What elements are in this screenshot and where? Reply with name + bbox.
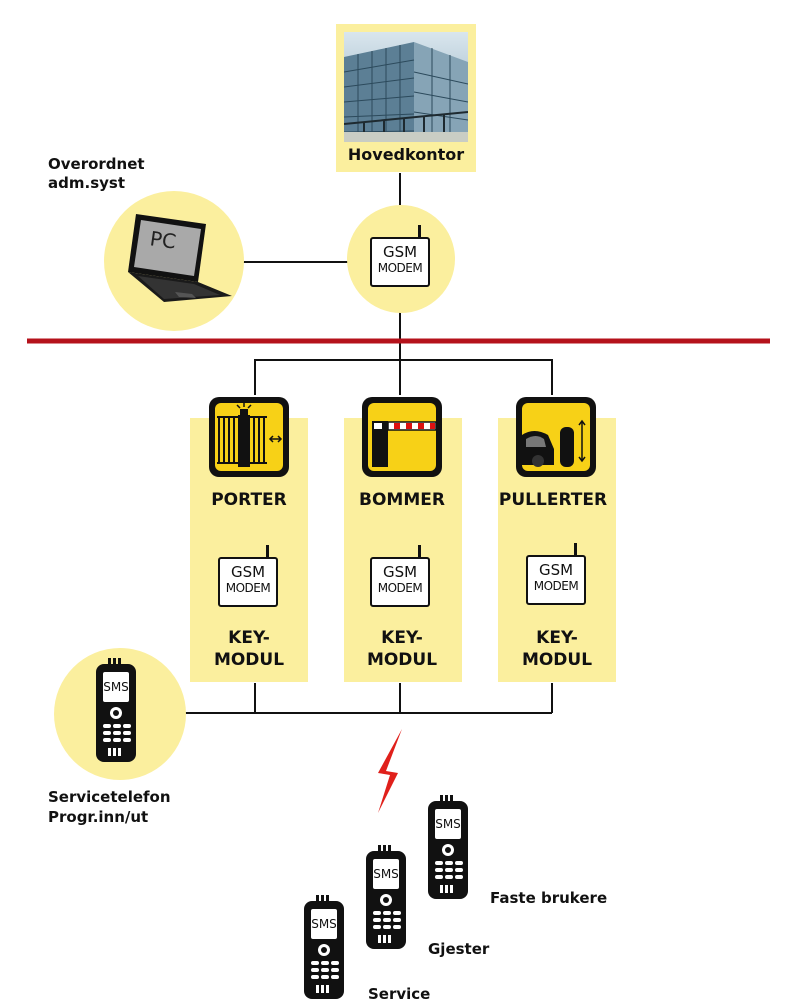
service-phone-screen-text: SMS (103, 680, 129, 694)
user-label-gjester: Gjester (428, 940, 490, 958)
central-gsm-modem-icon: GSM MODEM (370, 225, 430, 287)
key-module-label-pullerter-2: MODUL (521, 650, 593, 670)
phone-body (366, 845, 406, 949)
key-module-label-porter-2: MODUL (213, 650, 285, 670)
phone-body (304, 895, 344, 999)
pullerter-gsm-modem-icon: GSM MODEM (526, 543, 586, 605)
user-label-faste-brukere: Faste brukere (490, 889, 608, 907)
modem-line1: GSM (382, 243, 418, 261)
phone-body (96, 658, 136, 762)
key-module-label-bommer-2: MODUL (366, 650, 438, 670)
phone-screen-text: SMS (435, 817, 461, 831)
key-module-label-porter-1: KEY- (228, 628, 270, 648)
modem-line2: MODEM (377, 261, 423, 275)
faste-brukere-phone-icon: SMS (426, 793, 470, 905)
modem-line2: MODEM (533, 579, 579, 593)
barrier-icon (362, 397, 442, 477)
head-office-label: Hovedkontor (347, 145, 465, 164)
service-user-phone-icon: SMS (302, 893, 346, 1005)
pc-screen-text: PC (148, 226, 178, 254)
modem-line1: GSM (538, 561, 574, 579)
bollard-icon (516, 397, 596, 477)
device-label-bommer: BOMMER (359, 490, 445, 510)
device-label-porter: PORTER (211, 490, 287, 510)
head-office-box: Hovedkontor (336, 24, 476, 172)
gate-icon (209, 397, 289, 477)
phone-body (428, 795, 468, 899)
bommer-gsm-modem-icon: GSM MODEM (370, 545, 430, 607)
phone-screen-text: SMS (311, 917, 337, 931)
modem-line2: MODEM (377, 581, 423, 595)
admin-system-label-1: Overordnet (48, 155, 145, 173)
key-module-label-pullerter-1: KEY- (536, 628, 578, 648)
modem-line1: GSM (382, 563, 418, 581)
modem-line2: MODEM (225, 581, 271, 595)
device-label-pullerter: PULLERTER (498, 490, 608, 510)
service-phone-label-2: Progr.inn/ut (48, 808, 149, 826)
phone-screen-text: SMS (373, 867, 399, 881)
gjester-phone-icon: SMS (364, 843, 408, 955)
lightning-icon (378, 729, 402, 813)
key-module-label-bommer-1: KEY- (381, 628, 423, 648)
service-phone-icon: SMS (94, 656, 138, 768)
service-phone-label-1: Servicetelefon (48, 788, 171, 806)
laptop-icon (128, 214, 232, 302)
porter-gsm-modem-icon: GSM MODEM (218, 545, 278, 607)
office-building-image (344, 32, 468, 142)
user-label-service: Service (368, 985, 431, 1003)
admin-system-label-2: adm.syst (48, 174, 125, 192)
modem-line1: GSM (230, 563, 266, 581)
